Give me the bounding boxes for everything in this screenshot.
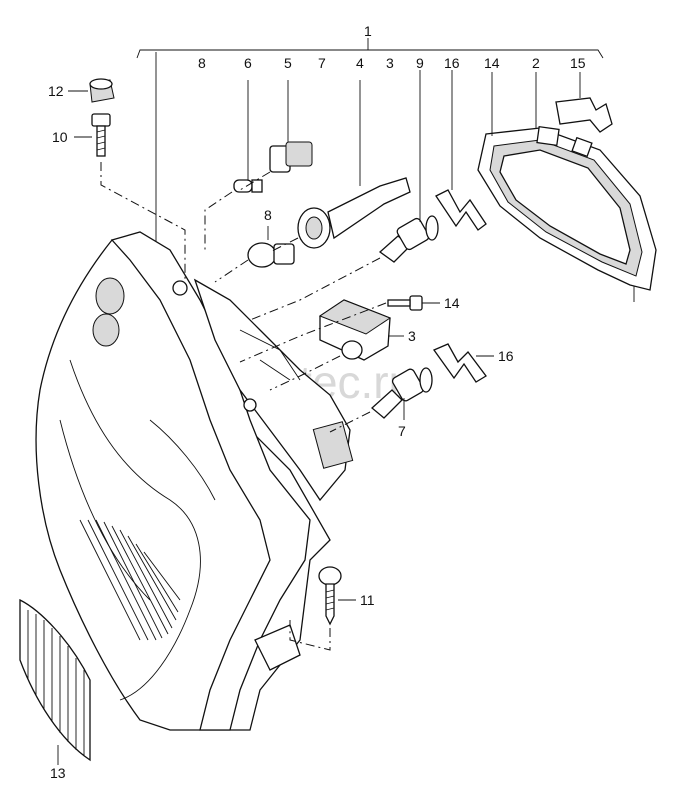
part-6-bulb <box>204 80 263 250</box>
part-7-bulb <box>329 367 433 433</box>
part-16-clip-mid <box>433 343 494 383</box>
callout-9: 9 <box>416 55 424 71</box>
callout-1: 1 <box>364 23 372 39</box>
part-5-socket <box>239 80 313 191</box>
callout-11: 11 <box>360 592 375 608</box>
part-13-cover <box>19 598 91 765</box>
part-12-cap <box>68 78 115 103</box>
part-14-screw <box>239 295 440 363</box>
callout-3-top: 3 <box>386 55 394 71</box>
callout-8-mid: 8 <box>264 207 272 223</box>
part-15-clip <box>555 72 613 133</box>
headlight-housing <box>35 231 354 731</box>
callout-5: 5 <box>284 55 292 71</box>
assembly-bracket <box>136 38 604 245</box>
callout-4: 4 <box>356 55 364 71</box>
callout-14-top: 14 <box>484 55 500 71</box>
callout-14-mid: 14 <box>444 295 460 311</box>
callout-12: 12 <box>48 83 64 99</box>
part-16-clip-top <box>435 70 487 231</box>
callout-15: 15 <box>570 55 586 71</box>
callout-2: 2 <box>532 55 540 71</box>
callout-3-mid: 3 <box>408 328 416 344</box>
part-3-motor <box>269 299 404 391</box>
part-11-screw <box>289 566 356 651</box>
callout-16-mid: 16 <box>498 348 514 364</box>
callout-7-mid: 7 <box>398 423 406 439</box>
callout-7-top: 7 <box>318 55 326 71</box>
callout-10: 10 <box>52 129 68 145</box>
part-4-holder <box>269 80 411 253</box>
part-8-bulb <box>214 226 295 283</box>
callout-13: 13 <box>50 765 66 781</box>
callout-16-top: 16 <box>444 55 460 71</box>
callout-8-top: 8 <box>198 55 206 71</box>
part-9-bulb <box>249 70 439 321</box>
callout-6: 6 <box>244 55 252 71</box>
part-2-rear-cover <box>477 72 657 302</box>
part-10-bolt <box>74 113 186 280</box>
